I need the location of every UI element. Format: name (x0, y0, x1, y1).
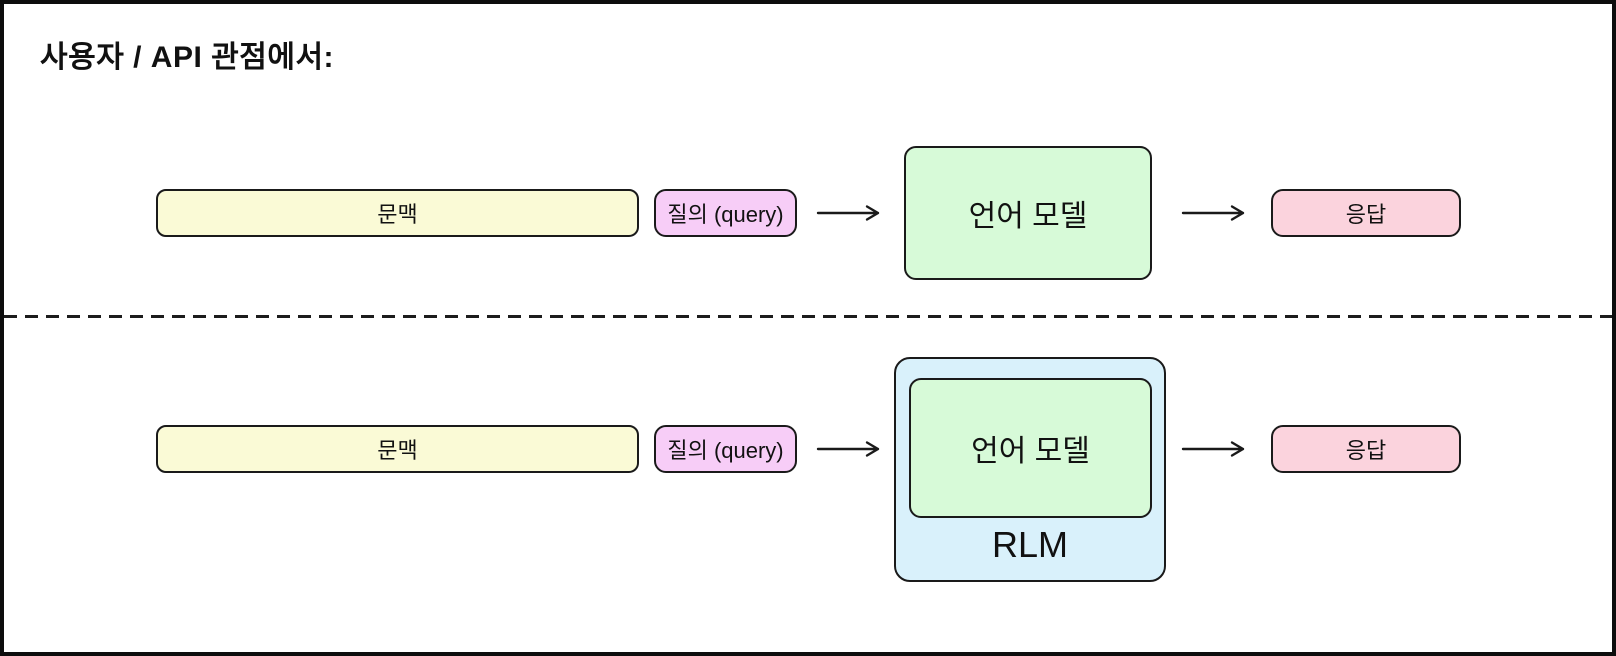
arrow-right-icon (1181, 438, 1251, 460)
rlm-label: RLM (991, 524, 1068, 565)
response-box-bottom: 응답 (1271, 425, 1461, 473)
arrow-right-icon (816, 202, 886, 224)
language-model-label-bottom: 언어 모델 (971, 435, 1090, 468)
response-box-top: 응답 (1271, 189, 1461, 237)
rlm-wrapper-box: 언어 모델 RLM (894, 357, 1166, 582)
language-model-box-bottom: 언어 모델 (909, 378, 1152, 518)
arrow-right-icon (816, 438, 886, 460)
response-label-top: 응답 (1345, 202, 1387, 227)
context-label-top: 문맥 (377, 202, 418, 227)
arrow-right-icon (1181, 202, 1251, 224)
query-box-top: 질의 (query) (654, 189, 797, 237)
context-box-bottom: 문맥 (156, 425, 639, 473)
response-label-bottom: 응답 (1345, 438, 1387, 463)
query-label-top: 질의 (query) (667, 202, 784, 227)
language-model-label-top: 언어 모델 (968, 200, 1088, 233)
query-box-bottom: 질의 (query) (654, 425, 797, 473)
language-model-box-top: 언어 모델 (904, 146, 1152, 280)
context-box-top: 문맥 (156, 189, 639, 237)
page-title: 사용자 / API 관점에서: (40, 41, 335, 74)
context-label-bottom: 문맥 (377, 438, 418, 463)
query-label-bottom: 질의 (query) (667, 438, 784, 463)
dashed-divider (4, 315, 1612, 318)
